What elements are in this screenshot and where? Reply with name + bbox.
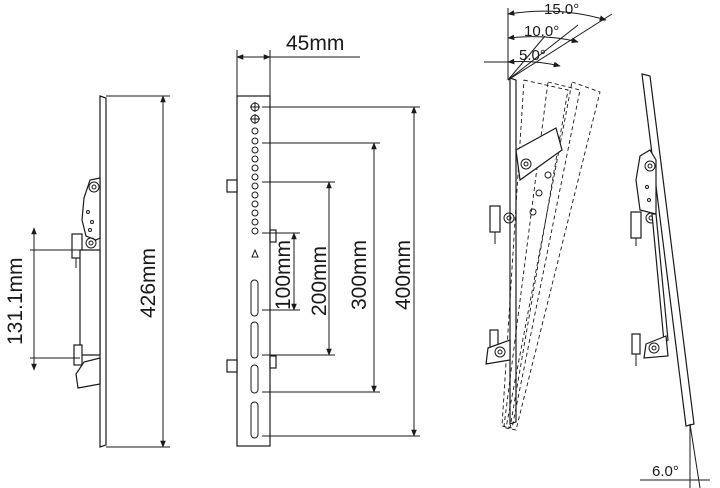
arc-5	[507, 58, 561, 68]
tilt-upper-clamp	[489, 205, 501, 233]
side-upper-clamp	[71, 233, 83, 259]
tilt-arm-knob-inner	[523, 161, 529, 167]
tilt-upper-knob-inner	[506, 215, 512, 221]
fwd-hole-a	[645, 185, 649, 189]
fwd-lower-knob-inner	[651, 345, 657, 351]
tilt-arm-hole-c	[529, 208, 537, 216]
upper-hook-knob-inner	[91, 184, 97, 190]
side-upper-hook	[81, 177, 101, 241]
side-lower-clamp	[73, 344, 83, 366]
fwd-lower-clamp	[631, 333, 641, 355]
front-rail	[236, 95, 271, 447]
label-426mm: 426mm	[137, 248, 160, 318]
fwd-hole-b	[647, 198, 651, 202]
upper-clamp-knob-inner	[88, 240, 94, 246]
tilt-view: 15.0° 10.0° 5.0°	[484, 1, 613, 431]
label-200mm: 200mm	[308, 246, 331, 316]
tilt-ref-10	[507, 24, 579, 81]
label-10deg: 10.0°	[524, 23, 559, 40]
fwd-plate	[641, 73, 695, 427]
tilt-arm	[515, 127, 563, 182]
tilt-arm-knob	[520, 158, 532, 170]
fwd-upper-clamp	[630, 211, 642, 239]
label-6deg: 6.0°	[652, 463, 679, 480]
tilt-plate-10	[503, 81, 581, 429]
tilt-ref-15	[507, 13, 613, 81]
label-300mm: 300mm	[348, 240, 371, 310]
front-rail-holes	[250, 102, 260, 439]
fwd-upper-hook	[635, 149, 657, 215]
front-knob-right-bottom	[269, 355, 277, 369]
label-15deg: 15.0°	[544, 1, 579, 18]
tilt-plate-5	[501, 79, 569, 429]
tilt-arm-hole-b	[535, 189, 543, 197]
front-knob-left-bottom	[226, 359, 238, 373]
label-100mm: 100mm	[272, 240, 295, 310]
label-400mm: 400mm	[392, 240, 415, 310]
forward-tilt-view: 6.0°	[630, 73, 710, 488]
side-plate	[99, 95, 107, 448]
upper-clamp-knob	[85, 237, 97, 249]
upper-hook-hole-a	[86, 210, 90, 214]
fwd-angle-ref	[689, 423, 701, 488]
label-5deg: 5.0°	[519, 47, 546, 64]
front-knob-left-top	[226, 179, 238, 193]
side-view: 131.1mm 426mm	[4, 95, 170, 448]
arc-10	[507, 34, 579, 44]
side-lower-hook	[75, 357, 101, 389]
tilt-lower-knob-inner	[497, 349, 503, 355]
front-knob-right-top	[269, 229, 277, 243]
fwd-arm	[651, 213, 669, 343]
tilt-plate-main	[509, 77, 517, 425]
tilt-arm-hole-a	[544, 171, 552, 179]
tilt-ref-5	[507, 35, 546, 81]
label-45mm: 45mm	[286, 32, 344, 55]
side-rail	[79, 249, 101, 356]
fwd-lower-knob	[648, 342, 660, 354]
front-view: 45mm 100mm 200mm 300mm 400mm	[226, 32, 420, 447]
tilt-upper-knob	[503, 212, 515, 224]
label-131mm: 131.1mm	[4, 257, 27, 345]
upper-hook-knob	[88, 181, 100, 193]
fwd-upper-knob	[644, 160, 656, 172]
fwd-upper-knob-inner	[647, 163, 653, 169]
tilt-plate-15	[505, 81, 601, 431]
tilt-lower-knob	[494, 346, 506, 358]
arc-15	[507, 10, 607, 21]
upper-hook-hole-b	[90, 220, 94, 224]
upper-hook-hole-c	[88, 228, 92, 232]
